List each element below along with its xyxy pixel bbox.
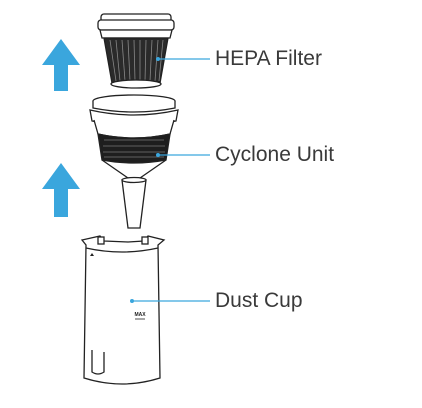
- cyclone-unit-part: [89, 94, 179, 229]
- hepa-filter-part: [97, 13, 175, 89]
- upper-arrow-icon: [42, 39, 80, 91]
- dust-cup-label: Dust Cup: [215, 289, 303, 312]
- leader-dust: [130, 299, 210, 303]
- lower-arrow-icon: [42, 163, 80, 217]
- cyclone-unit-label: Cyclone Unit: [215, 143, 335, 166]
- leader-hepa: [156, 57, 210, 61]
- cup-max-marking: MAX: [134, 312, 146, 318]
- dust-cup-part: [80, 235, 166, 385]
- leader-cyclone: [156, 153, 210, 157]
- hepa-filter-label: HEPA Filter: [215, 47, 322, 70]
